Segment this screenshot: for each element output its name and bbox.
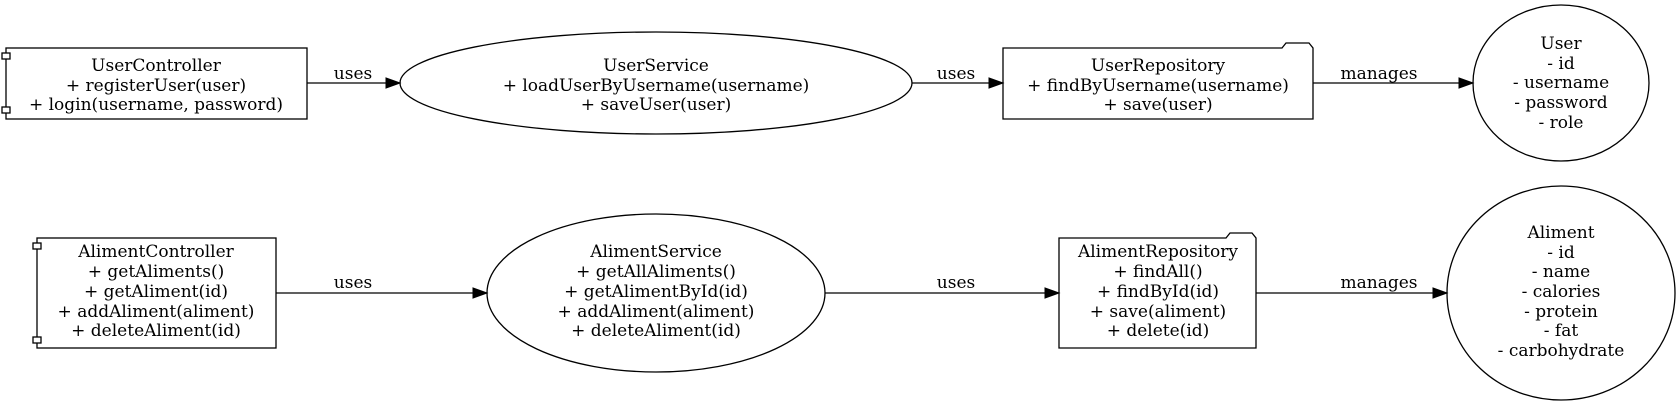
- aliment-entity-label-5: - fat: [1544, 321, 1579, 341]
- user-service-label-1: + loadUserByUsername(username): [503, 76, 810, 96]
- aliment-repository-label-1: + findAll(): [1113, 262, 1202, 282]
- aliment-repository-label-3: + save(aliment): [1090, 302, 1226, 322]
- user-entity-label-4: - role: [1538, 113, 1583, 133]
- aliment-repository-node: AlimentRepository + findAll() + findById…: [1058, 232, 1257, 349]
- aliment-entity-node: Aliment - id - name - calories - protein…: [1446, 185, 1676, 401]
- aliment-entity-label-1: - id: [1547, 243, 1575, 263]
- user-repository-label-0: UserRepository: [1091, 56, 1226, 76]
- edge-user-service-to-repository: uses: [912, 64, 1005, 89]
- user-repository-label-1: + findByUsername(username): [1027, 76, 1289, 96]
- user-repository-node: UserRepository + findByUsername(username…: [1002, 42, 1314, 120]
- user-entity-label-1: - id: [1547, 54, 1575, 74]
- user-controller-label-0: UserController: [91, 56, 222, 76]
- user-controller-label-1: + registerUser(user): [66, 76, 246, 96]
- edge-aliment-service-to-repository: uses: [825, 273, 1061, 299]
- user-entity-label-2: - username: [1513, 73, 1609, 93]
- aliment-service-label-1: + getAllAliments(): [576, 262, 736, 282]
- aliment-service-node: AlimentService + getAllAliments() + getA…: [486, 213, 826, 373]
- edge-aliment-repository-to-entity: manages: [1256, 273, 1449, 299]
- user-repository-label-2: + save(user): [1103, 95, 1212, 115]
- edge-label-uses: uses: [937, 64, 975, 84]
- edge-user-controller-to-service: uses: [307, 64, 402, 89]
- user-service-label-2: + saveUser(user): [581, 95, 732, 115]
- aliment-controller-label-4: + deleteAliment(id): [71, 321, 241, 341]
- edge-label-manages: manages: [1340, 64, 1417, 84]
- edge-label-uses: uses: [334, 64, 372, 84]
- edge-label-uses: uses: [937, 273, 975, 293]
- user-controller-node: UserController + registerUser(user) + lo…: [1, 47, 308, 120]
- aliment-controller-label-0: AlimentController: [77, 242, 234, 262]
- aliment-repository-label-0: AlimentRepository: [1077, 242, 1238, 262]
- edge-user-repository-to-entity: manages: [1313, 64, 1475, 89]
- aliment-controller-label-1: + getAliments(): [88, 262, 225, 282]
- edge-label-uses: uses: [334, 273, 372, 293]
- edge-label-manages: manages: [1340, 273, 1417, 293]
- aliment-entity-label-4: - protein: [1524, 302, 1598, 322]
- aliment-repository-label-2: + findById(id): [1097, 282, 1219, 302]
- aliment-service-label-2: + getAlimentById(id): [564, 282, 748, 302]
- user-service-node: UserService + loadUserByUsername(usernam…: [399, 31, 913, 135]
- aliment-controller-label-2: + getAliment(id): [84, 282, 228, 302]
- user-entity-node: User - id - username - password - role: [1472, 4, 1650, 162]
- aliment-entity-label-2: - name: [1532, 262, 1590, 282]
- user-service-label-0: UserService: [603, 56, 709, 76]
- user-controller-label-2: + login(username, password): [29, 95, 283, 115]
- aliment-service-label-0: AlimentService: [589, 242, 722, 262]
- aliment-controller-label-3: + addAliment(aliment): [58, 302, 255, 322]
- user-entity-label-0: User: [1540, 34, 1582, 54]
- aliment-controller-node: AlimentController + getAliments() + getA…: [32, 237, 277, 349]
- edge-aliment-controller-to-service: uses: [276, 273, 489, 299]
- aliment-entity-label-6: - carbohydrate: [1498, 341, 1625, 361]
- aliment-service-label-4: + deleteAliment(id): [571, 321, 741, 341]
- aliment-service-label-3: + addAliment(aliment): [558, 302, 755, 322]
- aliment-entity-label-0: Aliment: [1526, 223, 1594, 243]
- aliment-entity-label-3: - calories: [1522, 282, 1601, 302]
- aliment-repository-label-4: + delete(id): [1107, 321, 1210, 341]
- user-entity-label-3: - password: [1514, 93, 1608, 113]
